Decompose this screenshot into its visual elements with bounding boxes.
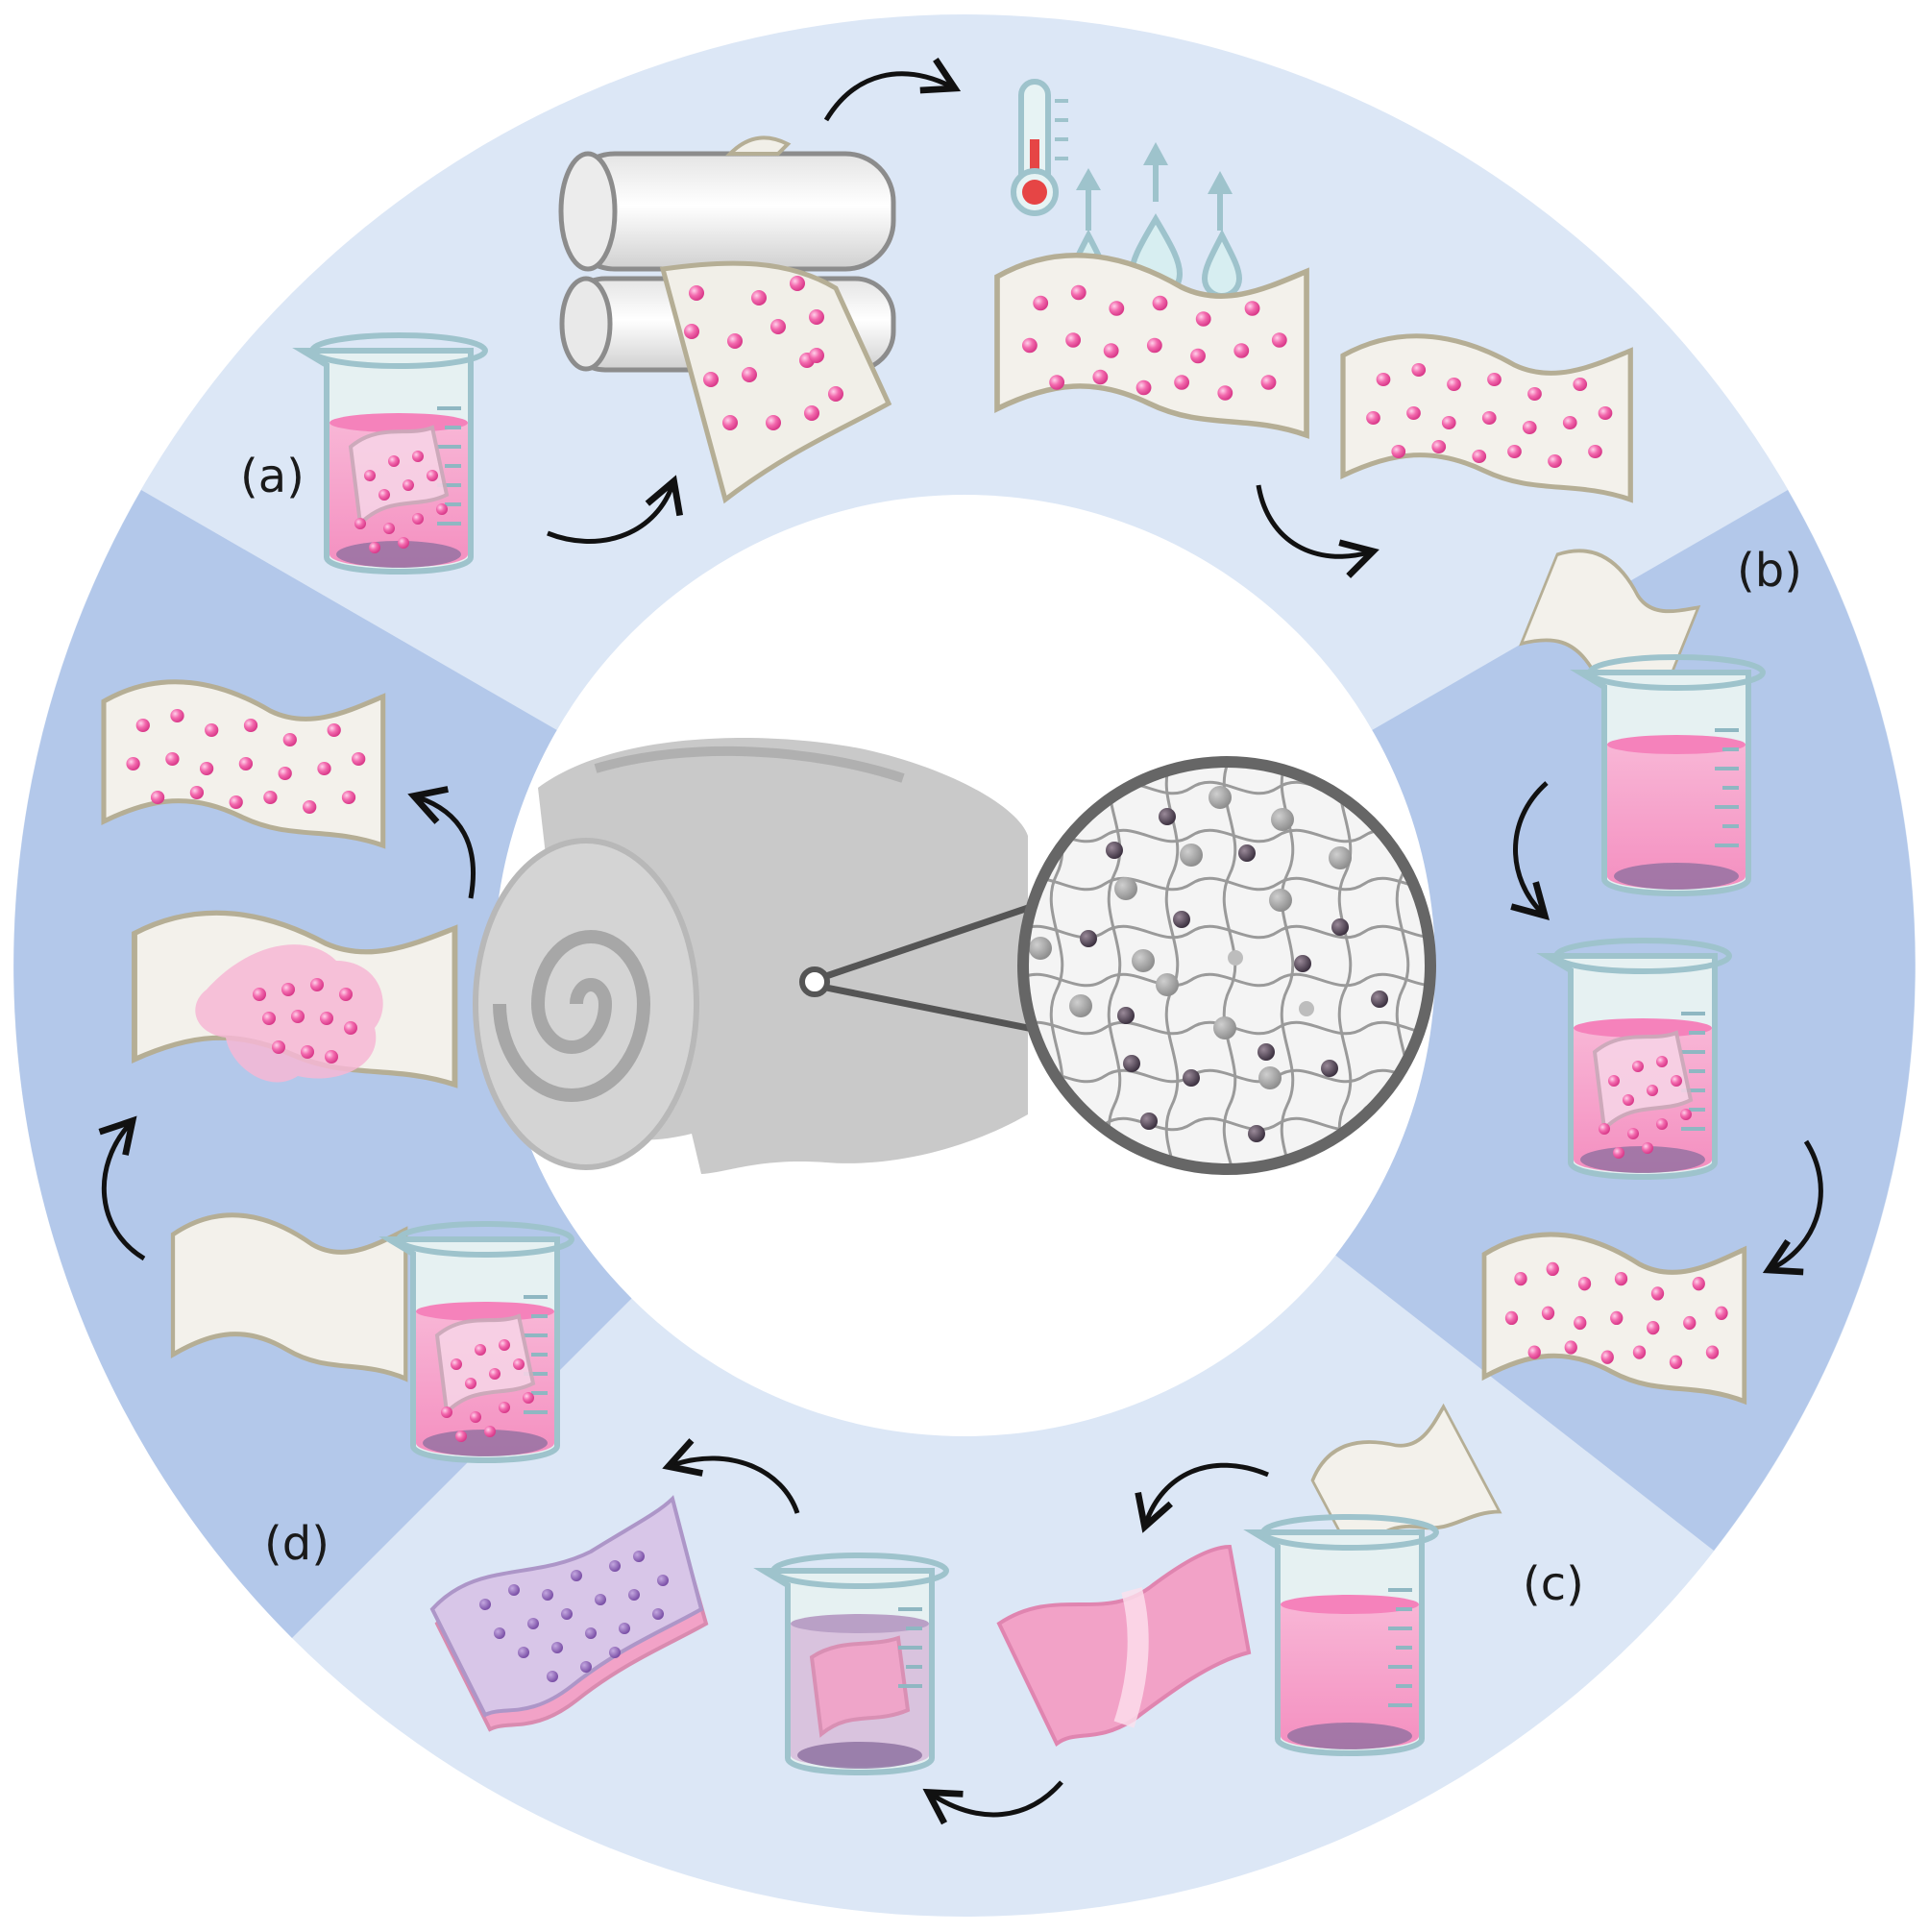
label-b: (b) [1737, 544, 1802, 598]
beaker-b2 [1547, 941, 1729, 1177]
zoom-point [799, 966, 830, 997]
drying-step [997, 79, 1306, 435]
arrow-a3 [1256, 484, 1380, 578]
magnified-weave [1017, 756, 1436, 1175]
beaker-b1 [1580, 657, 1763, 893]
segment-d: (d) [98, 682, 572, 1571]
arrow-a2 [823, 57, 962, 122]
segment-c-final [429, 1438, 949, 1775]
arrow-b2 [1762, 1139, 1823, 1276]
fabric-roll [473, 738, 1053, 1174]
spot-stained-fabric [134, 913, 454, 1085]
label-d: (d) [264, 1517, 330, 1571]
segment-b: (b) [1484, 538, 1823, 1401]
padding-rollers [558, 135, 896, 504]
arrow-a1 [547, 475, 683, 544]
arrow-b1 [1510, 781, 1550, 920]
arrow-c1 [1135, 1462, 1269, 1533]
coated-fabric-purple [429, 1495, 709, 1732]
segment-a: (a) [240, 57, 1630, 578]
beaker-d [389, 1224, 572, 1460]
arrow-c3 [662, 1438, 800, 1514]
thermometer-icon [1011, 79, 1068, 216]
roll-end [473, 838, 699, 1170]
segment-c: (c) [922, 1394, 1584, 1825]
label-a: (a) [240, 450, 305, 503]
arrow-d2 [407, 786, 476, 899]
beaker-a [303, 335, 485, 572]
pink-fabric-c [996, 1544, 1252, 1748]
label-c: (c) [1523, 1557, 1584, 1611]
magnifier-lens-rim [1017, 756, 1436, 1175]
arrow-d1 [98, 1115, 146, 1261]
arrow-c2 [922, 1780, 1063, 1825]
beaker-c [1254, 1517, 1436, 1753]
evaporation-arrows-icon [1076, 142, 1233, 231]
beaker-purple [753, 1553, 949, 1775]
